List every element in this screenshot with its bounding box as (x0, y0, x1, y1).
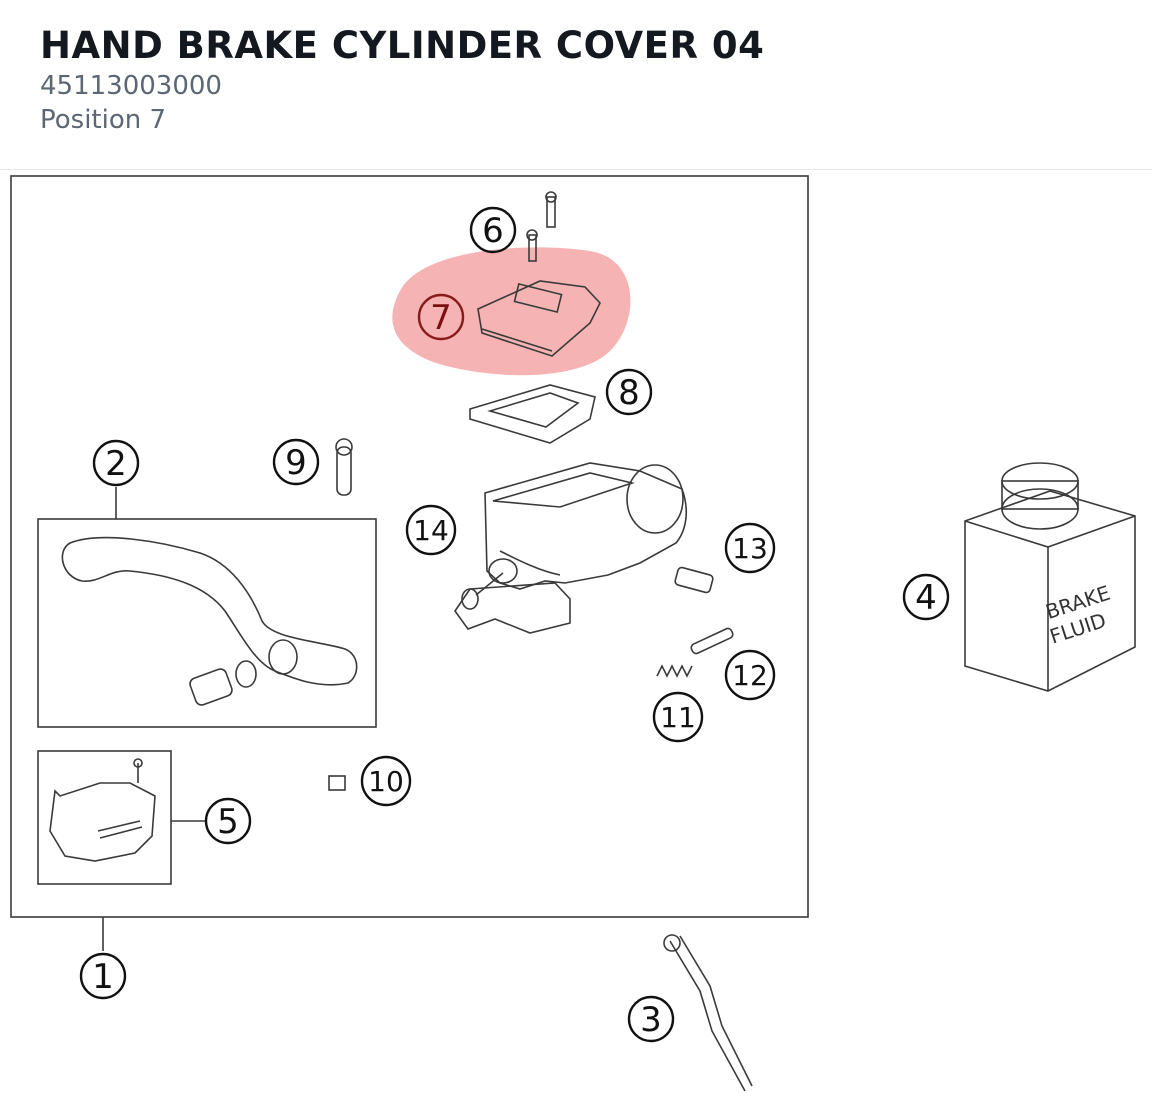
highlight-region (392, 247, 631, 376)
lever-box (37, 518, 377, 728)
callout-bubble-3 (627, 995, 675, 1043)
part-number: 45113003000 (40, 71, 222, 101)
callout-bubble-9 (272, 438, 320, 486)
callout-number-6: 6 (482, 211, 504, 251)
callout-number-8: 8 (618, 373, 640, 413)
callout-number-7: 7 (430, 298, 452, 338)
part-position: Position 7 (40, 105, 167, 135)
callout-number-5: 5 (217, 802, 239, 842)
assembly-frame (10, 175, 809, 918)
callout-number-3: 3 (640, 1000, 662, 1040)
callout-bubble-2 (92, 439, 140, 487)
cover-box (37, 750, 172, 885)
callout-bubble-6 (469, 206, 517, 254)
callout-number-11: 11 (660, 701, 696, 734)
callout-number-9: 9 (285, 443, 307, 483)
callout-bubble-5 (204, 797, 252, 845)
callout-number-2: 2 (105, 444, 127, 484)
callout-number-13: 13 (732, 532, 768, 565)
callout-bubble-14 (405, 504, 457, 556)
callout-bubble-1 (79, 952, 127, 1000)
callout-bubble-13 (724, 522, 776, 574)
callout-number-12: 12 (732, 659, 768, 692)
callout-bubble-11 (652, 691, 704, 743)
part-header: HAND BRAKE CYLINDER COVER 04 45113003000… (0, 0, 1152, 170)
callout-bubble-4 (902, 573, 950, 621)
callout-number-14: 14 (413, 514, 449, 547)
callout-bubble-10 (360, 755, 412, 807)
callout-bubble-7 (417, 293, 465, 341)
callout-number-4: 4 (915, 578, 937, 618)
part-title: HAND BRAKE CYLINDER COVER 04 (40, 24, 765, 67)
callout-number-10: 10 (368, 765, 404, 798)
callout-bubble-8 (605, 368, 653, 416)
callout-bubble-12 (724, 649, 776, 701)
callout-number-1: 1 (92, 957, 114, 997)
